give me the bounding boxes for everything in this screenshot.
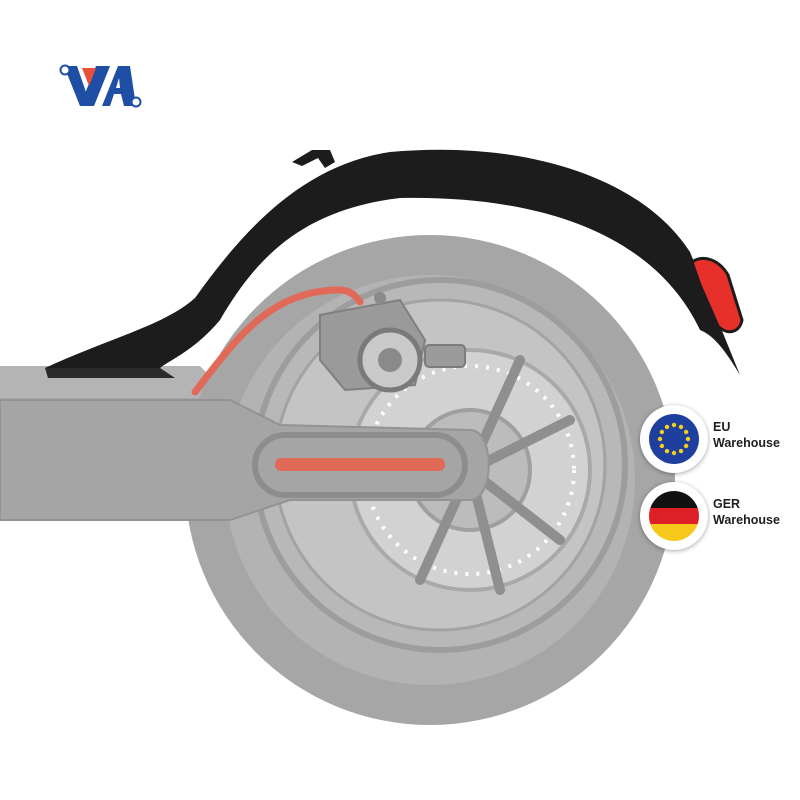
- eu-flag-circle: [640, 405, 708, 473]
- eu-warehouse-badge: EU Warehouse: [640, 405, 790, 475]
- eu-label-line1: EU: [713, 420, 731, 434]
- eu-warehouse-label: EU Warehouse: [713, 419, 780, 451]
- tail-light: [690, 257, 744, 334]
- swing-arm: [0, 399, 490, 521]
- germany-flag-icon: [649, 491, 699, 541]
- brand-logo-icon: [59, 64, 142, 108]
- ger-label-line1: GER: [713, 497, 741, 511]
- eu-flag-icon: [649, 414, 699, 464]
- fender-hook: [292, 150, 335, 168]
- swing-arm-reflector: [275, 458, 445, 471]
- rear-fender: [45, 149, 740, 375]
- ger-label-line2: Warehouse: [713, 513, 780, 527]
- eu-label-line2: Warehouse: [713, 436, 780, 450]
- ger-warehouse-label: GER Warehouse: [713, 496, 780, 528]
- ger-warehouse-badge: GER Warehouse: [640, 482, 790, 552]
- ger-flag-circle: [640, 482, 708, 550]
- brake-cable: [191, 286, 364, 396]
